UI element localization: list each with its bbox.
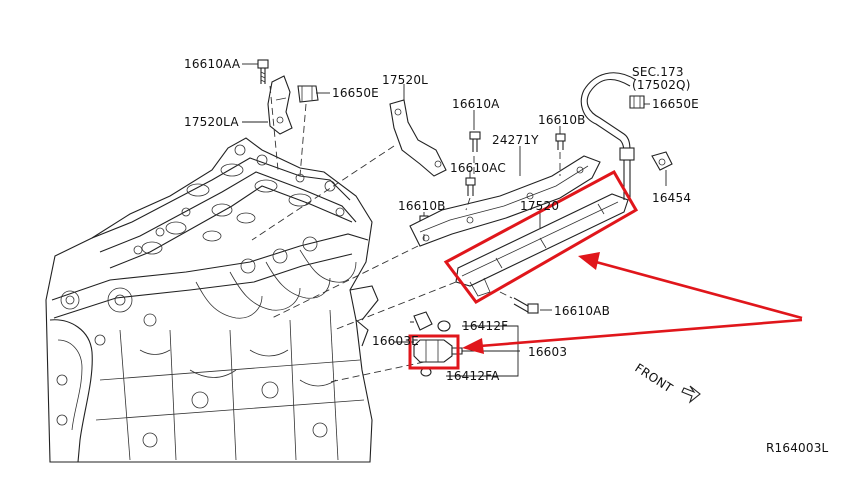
label-16412f: 16412F	[462, 319, 508, 333]
label-16412fa: 16412FA	[446, 369, 500, 383]
label-16454: 16454	[652, 191, 691, 205]
alignment-lines	[251, 85, 561, 383]
bolt-16610b-top	[555, 133, 566, 150]
bolt-16610ab	[513, 297, 539, 314]
engine-block	[45, 137, 379, 463]
label-16610ac: 16610AC	[450, 161, 506, 175]
fuel-rail-highlight-box	[443, 169, 639, 304]
highlight-annotations	[408, 169, 803, 370]
o-ring-16412f	[437, 320, 451, 332]
clip-16650e-right	[629, 95, 645, 109]
label-17502q: (17502Q)	[632, 78, 691, 92]
bracket-17520l	[389, 99, 447, 177]
label-24271y: 24271Y	[492, 133, 539, 147]
drawing-code: R164003L	[766, 441, 829, 455]
injector-clip-16603e	[413, 311, 433, 331]
leader-lines	[242, 63, 667, 377]
label-16650e-right: 16650E	[652, 97, 699, 111]
label-16603e: 16603E	[372, 334, 419, 348]
red-arrow-to-injector	[462, 318, 803, 354]
bracket-17520la	[267, 75, 293, 135]
label-17520: 17520	[520, 199, 559, 213]
label-sec173: SEC.173	[632, 65, 684, 79]
fuel-hose	[580, 72, 637, 200]
protector-24271y	[409, 155, 601, 247]
clip-16650e-left	[297, 85, 319, 103]
label-16610b-left: 16610B	[398, 199, 446, 213]
red-arrow-to-rail	[578, 252, 803, 320]
bolt-16610aa	[257, 59, 269, 84]
label-16610ab: 16610AB	[554, 304, 610, 318]
label-17520l: 17520L	[382, 73, 428, 87]
injector-highlight-box	[408, 334, 460, 370]
label-16610b-top: 16610B	[538, 113, 586, 127]
callout-labels: 16610AA 16650E 17520LA 17520L 16610A 242…	[184, 57, 699, 383]
fuel-injector-16603	[413, 339, 463, 363]
bolt-16610ac	[465, 177, 476, 196]
front-label: FRONT	[632, 361, 675, 396]
label-16603: 16603	[528, 345, 567, 359]
label-16610a: 16610A	[452, 97, 500, 111]
label-16650e-left: 16650E	[332, 86, 379, 100]
label-16610aa: 16610AA	[184, 57, 241, 71]
bolt-16610a	[469, 131, 481, 152]
front-arrow-icon	[681, 385, 701, 404]
label-17520la: 17520LA	[184, 115, 239, 129]
clamp-16454	[651, 151, 673, 171]
